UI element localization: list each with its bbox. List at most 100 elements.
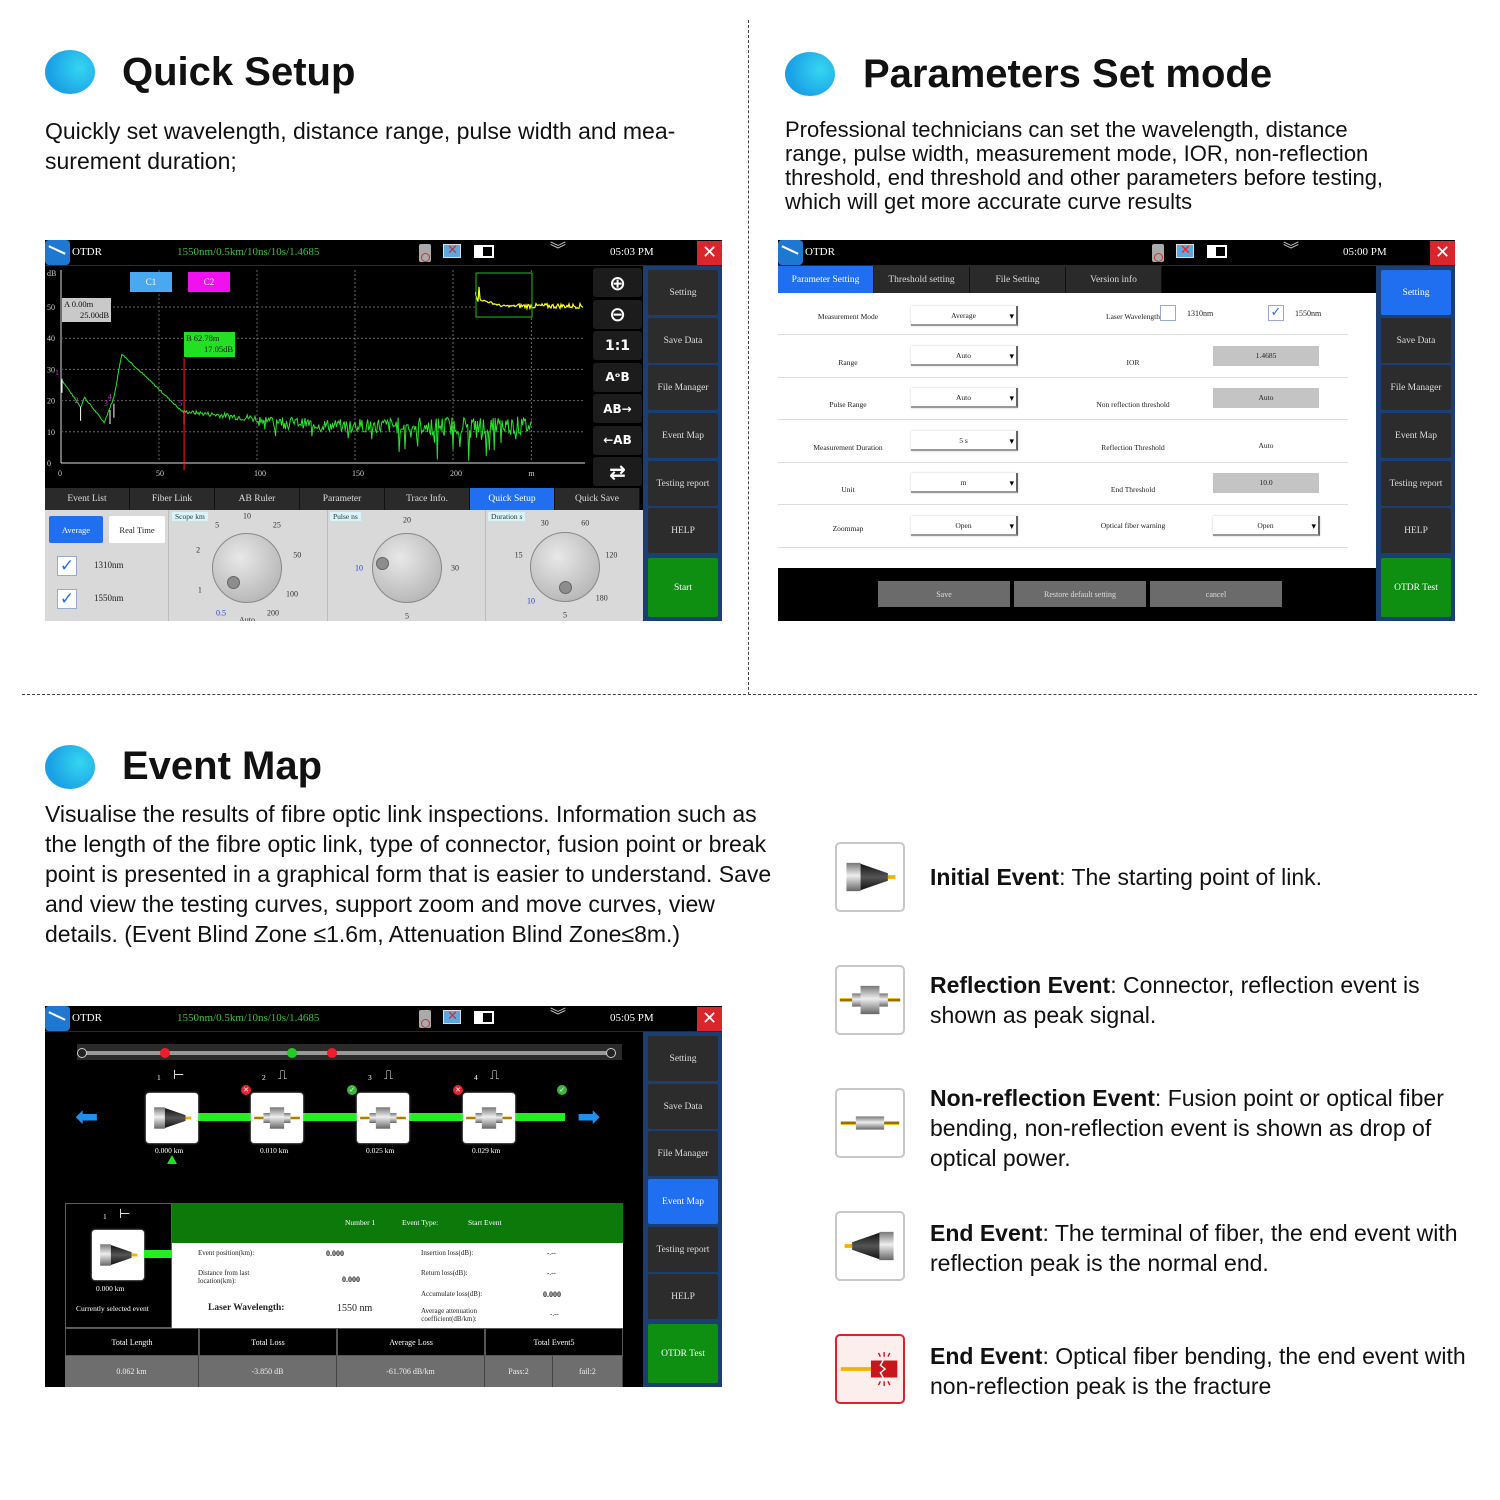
scroll-right-arrow-icon[interactable]: ➡ (577, 1100, 601, 1133)
zoom-out-icon[interactable]: ⊖ (593, 299, 642, 329)
dial-tick[interactable]: 10 (355, 563, 363, 573)
event-node-3[interactable] (357, 1093, 409, 1143)
dial-tick[interactable]: 180 (595, 593, 608, 603)
dial-tick[interactable]: 10 (243, 511, 251, 521)
dial-knob-scope-km[interactable] (227, 576, 240, 589)
tab-ab-ruler[interactable]: AB Ruler (215, 488, 300, 510)
realtime-mode-button[interactable]: Real Time (109, 516, 165, 543)
dial-tick[interactable]: 5 (215, 520, 220, 530)
overview-minimap[interactable] (475, 272, 583, 318)
cursor-c2-button[interactable]: C2 (188, 272, 230, 292)
wavelength-1310-checkbox[interactable] (1160, 305, 1176, 321)
pulse-range-dropdown[interactable]: Auto (911, 388, 1018, 408)
tab-parameter[interactable]: Parameter (300, 488, 385, 510)
swap-icon[interactable]: ⇄ (593, 457, 642, 486)
sidebar-file-manager-button[interactable]: File Manager (648, 1131, 718, 1176)
dial-tick[interactable]: 1 (197, 585, 202, 595)
zoommap-dropdown[interactable]: Open (911, 515, 1018, 536)
wavelength-1550-checkbox[interactable]: ✓ (1268, 305, 1284, 321)
scroll-left-arrow-icon[interactable]: ⬅ (75, 1100, 99, 1133)
tab-parameter-setting[interactable]: Parameter Setting (778, 266, 874, 293)
ior-field[interactable]: 1.4685 (1213, 345, 1319, 366)
dial-tick[interactable]: 30 (451, 563, 459, 573)
sidebar-otdr-test-button[interactable]: OTDR Test (648, 1324, 718, 1383)
restore-default-setting-button[interactable]: Restore default setting (1014, 581, 1146, 607)
event-slider-dot[interactable] (606, 1048, 616, 1058)
sidebar-event-map-button[interactable]: Event Map (648, 413, 718, 458)
dial-tick[interactable]: 5 (563, 610, 567, 620)
sidebar-testing-report-button[interactable]: Testing report (1381, 461, 1451, 506)
tab-trace-info[interactable]: Trace Info. (385, 488, 470, 510)
sidebar-event-map-button[interactable]: Event Map (648, 1179, 718, 1224)
cursor-c1-button[interactable]: C1 (130, 272, 172, 292)
dial-scope-km[interactable] (212, 533, 282, 603)
ab-move-left-icon[interactable]: ←AB (593, 425, 642, 455)
sidebar-help-button[interactable]: HELP (1381, 508, 1451, 553)
event-slider-track[interactable] (82, 1051, 611, 1055)
dial-tick[interactable]: 200 (267, 608, 279, 618)
cancel-button[interactable]: cancel (1150, 581, 1282, 607)
event-node-2[interactable] (251, 1093, 303, 1143)
dial-tick[interactable]: 20 (403, 515, 411, 525)
save-button[interactable]: Save (878, 581, 1010, 607)
sidebar-testing-report-button[interactable]: Testing report (648, 461, 718, 506)
dial-knob-pulse-ns[interactable] (376, 557, 389, 570)
dial-tick[interactable]: 2 (196, 545, 201, 555)
sidebar-file-manager-button[interactable]: File Manager (1381, 365, 1451, 410)
optical-fiber-warning-dropdown[interactable]: Open (1213, 515, 1320, 536)
close-button[interactable]: ✕ (697, 241, 722, 265)
double-chevron-down-icon[interactable]: ︾ (1283, 240, 1300, 259)
dial-tick[interactable]: Auto (239, 615, 255, 622)
dial-tick[interactable]: 10 (527, 596, 536, 606)
unit-dropdown[interactable]: m (911, 473, 1018, 493)
dial-tick[interactable]: 120 (605, 550, 618, 560)
wavelength-1310-checkbox[interactable]: ✓ (57, 556, 77, 576)
sidebar-setting-button[interactable]: Setting (1381, 270, 1451, 315)
event-slider-dot[interactable] (287, 1048, 297, 1058)
sidebar-setting-button[interactable]: Setting (648, 270, 718, 315)
ab-move-right-icon[interactable]: AB→ (593, 394, 642, 423)
sidebar-save-data-button[interactable]: Save Data (648, 1084, 718, 1129)
tab-fiber-link[interactable]: Fiber Link (130, 488, 215, 510)
dial-knob-duration-s[interactable] (559, 581, 572, 594)
tab-version-info[interactable]: Version info (1066, 266, 1162, 293)
sidebar-event-map-button[interactable]: Event Map (1381, 413, 1451, 458)
measurement-mode-dropdown[interactable]: Average (911, 306, 1018, 326)
selected-event-card[interactable]: 1 ⊢ 0.000 km Currently selected event (65, 1203, 172, 1328)
event-node-1[interactable] (146, 1093, 198, 1143)
event-node-4[interactable] (463, 1093, 515, 1143)
dial-tick[interactable]: 30 (540, 518, 549, 528)
sidebar-help-button[interactable]: HELP (648, 508, 718, 553)
dial-tick[interactable]: 50 (293, 550, 302, 560)
zoom-in-icon[interactable]: ⊕ (593, 268, 642, 297)
range-dropdown[interactable]: Auto (911, 345, 1018, 366)
sidebar-otdr-test-button[interactable]: OTDR Test (1381, 558, 1451, 617)
sidebar-start-button[interactable]: Start (648, 558, 718, 617)
event-slider-dot[interactable] (77, 1048, 87, 1058)
sidebar-save-data-button[interactable]: Save Data (1381, 318, 1451, 363)
tab-file-setting[interactable]: File Setting (970, 266, 1066, 293)
tab-threshold-setting[interactable]: Threshold setting (874, 266, 970, 293)
wavelength-1550-checkbox[interactable]: ✓ (57, 589, 77, 609)
double-chevron-down-icon[interactable]: ︾ (550, 240, 567, 259)
average-mode-button[interactable]: Average (49, 516, 103, 543)
double-chevron-down-icon[interactable]: ︾ (550, 1006, 567, 1025)
close-button[interactable]: ✕ (697, 1007, 722, 1031)
dial-tick[interactable]: 60 (581, 518, 590, 528)
non-reflection-threshold-field[interactable]: Auto (1213, 388, 1319, 408)
dial-tick[interactable]: 25 (272, 520, 281, 530)
sidebar-setting-button[interactable]: Setting (648, 1036, 718, 1081)
sidebar-testing-report-button[interactable]: Testing report (648, 1227, 718, 1272)
dial-tick[interactable]: 15 (514, 550, 523, 560)
close-button[interactable]: ✕ (1430, 241, 1455, 265)
event-slider-dot[interactable] (160, 1048, 170, 1058)
sidebar-help-button[interactable]: HELP (648, 1274, 718, 1319)
dial-tick[interactable]: 5 (405, 611, 409, 621)
ab-lock-icon[interactable]: AᵒB (593, 362, 642, 392)
measurement-duration-dropdown[interactable]: 5 s (911, 430, 1018, 451)
tab-quick-save[interactable]: Quick Save (555, 488, 640, 510)
one-to-one-button[interactable]: 1:1 (593, 331, 642, 360)
event-slider-dot[interactable] (327, 1048, 337, 1058)
end-threshold-field[interactable]: 10.0 (1213, 473, 1319, 493)
